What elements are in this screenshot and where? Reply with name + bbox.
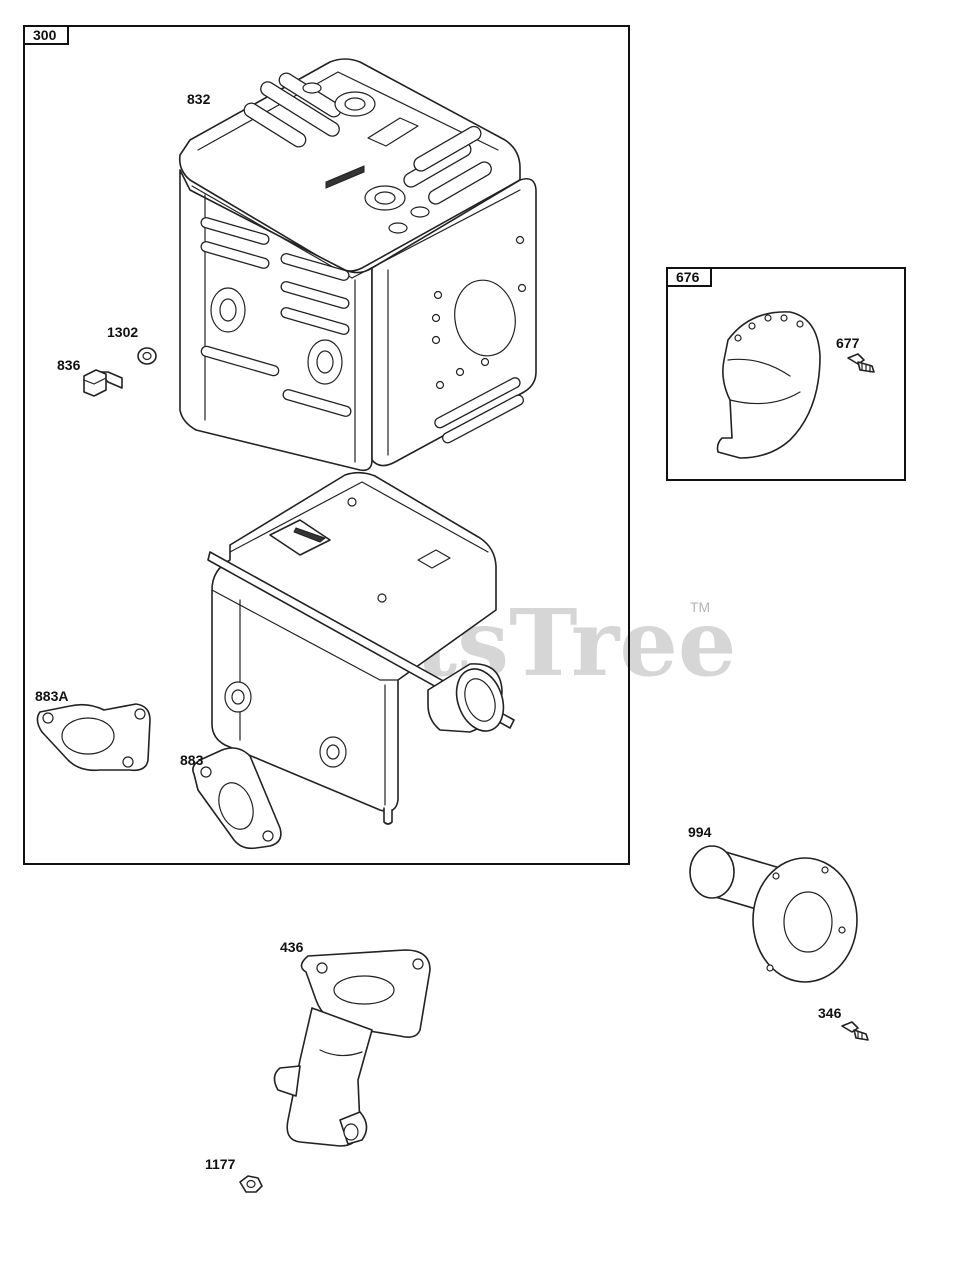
callout-436[interactable]: 436 <box>280 939 304 955</box>
assembly-676-frame: 676 <box>666 267 906 481</box>
spark-deflector-icon[interactable] <box>716 311 821 459</box>
bolt-836-icon[interactable] <box>83 369 123 397</box>
callout-883a[interactable]: 883A <box>35 688 68 704</box>
nut-1177-icon[interactable] <box>239 1175 263 1193</box>
assembly-676-border <box>666 267 906 481</box>
gasket-883a-icon[interactable] <box>36 703 151 772</box>
callout-677[interactable]: 677 <box>836 335 860 351</box>
callout-1177[interactable]: 1177 <box>205 1156 236 1172</box>
muffler-guard-icon[interactable] <box>178 58 537 472</box>
assembly-676-tag-label: 676 <box>676 269 700 285</box>
gasket-883-icon[interactable] <box>192 747 282 850</box>
assembly-300-frame: 300 <box>23 25 630 865</box>
screw-346-icon[interactable] <box>841 1021 869 1041</box>
exhaust-pipe-icon[interactable] <box>689 845 858 983</box>
exhaust-manifold-icon[interactable] <box>273 949 431 1147</box>
callout-1302[interactable]: 1302 <box>107 324 138 340</box>
callout-883[interactable]: 883 <box>180 752 204 768</box>
callout-994[interactable]: 994 <box>688 824 712 840</box>
assembly-300-tag-label: 300 <box>33 27 57 43</box>
assembly-676-tag[interactable] <box>666 267 712 287</box>
callout-836[interactable]: 836 <box>57 357 81 373</box>
callout-832[interactable]: 832 <box>187 91 211 107</box>
muffler-icon[interactable] <box>207 471 515 825</box>
washer-icon[interactable] <box>137 347 157 365</box>
screw-677-icon[interactable] <box>847 353 875 373</box>
watermark-trademark: TM <box>690 599 710 615</box>
assembly-300-border <box>23 25 630 865</box>
callout-346[interactable]: 346 <box>818 1005 842 1021</box>
assembly-300-tag[interactable] <box>23 25 69 45</box>
